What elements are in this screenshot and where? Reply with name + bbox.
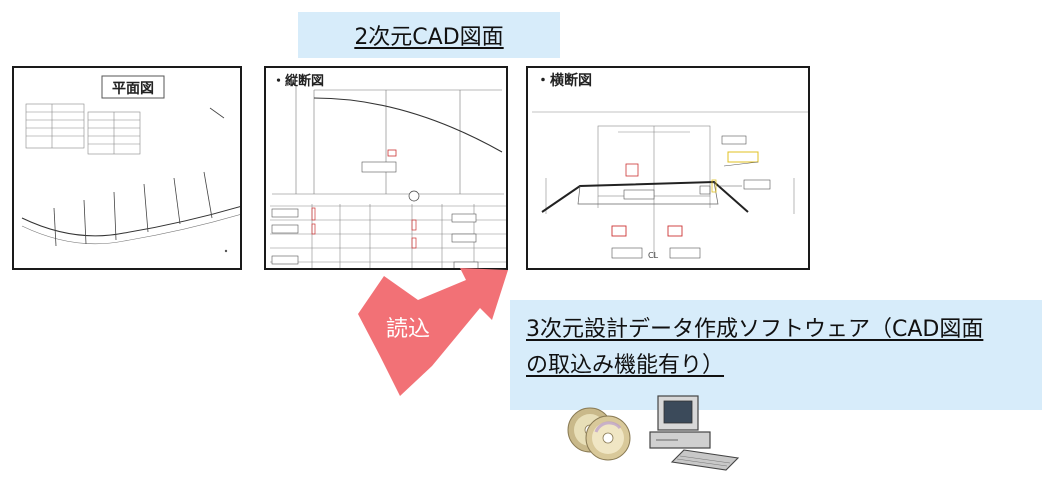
cd-disc-icon	[567, 407, 631, 461]
software-line-1: 3次元設計データ作成ソフトウェア（CAD図面	[526, 317, 984, 342]
software-icons	[567, 395, 740, 471]
cross-section-drawing: CL	[532, 111, 808, 260]
longitudinal-panel: ・縦断図	[264, 66, 508, 270]
cross-section-panel: CL ・横断図	[526, 66, 810, 270]
plan-view-panel: 平面図	[12, 66, 242, 270]
software-line-2: の取込み機能有り）	[526, 353, 725, 378]
longitudinal-label: ・縦断図	[272, 74, 325, 89]
longitudinal-drawing	[270, 86, 506, 268]
svg-text:CL: CL	[648, 251, 659, 260]
plan-view-drawing	[21, 75, 240, 253]
computer-icon	[649, 395, 740, 471]
cad-drawing-title: 2次元CAD図面	[354, 25, 504, 50]
cad-drawing-title-box: 2次元CAD図面	[298, 12, 560, 58]
cross-section-label: ・横断図	[536, 73, 592, 89]
plan-view-label: 平面図	[112, 81, 154, 97]
software-description-box: 3次元設計データ作成ソフトウェア（CAD図面 の取込み機能有り）	[510, 300, 1042, 410]
read-in-label: 読込	[386, 317, 431, 342]
read-in-arrow	[358, 268, 508, 396]
